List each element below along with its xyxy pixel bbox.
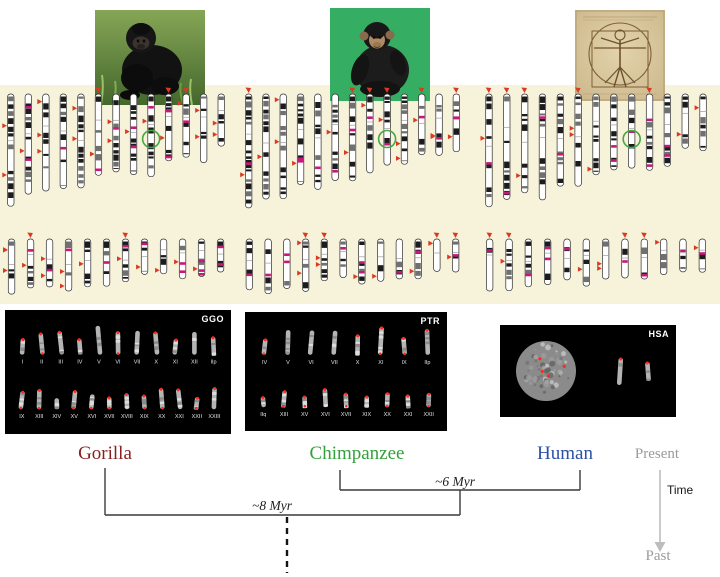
vitruvian-man-drawing [575,10,665,101]
svg-text:XVII: XVII [104,414,115,420]
svg-text:III: III [58,360,63,366]
svg-text:XVI: XVI [87,414,96,420]
svg-text:X: X [356,360,360,366]
divergence-6myr-label: ~6 Myr [435,474,475,489]
svg-text:XI: XI [173,360,179,366]
svg-text:XIX: XIX [140,414,149,420]
svg-text:XIX: XIX [362,412,371,418]
svg-text:IIp: IIp [424,360,430,366]
svg-text:I: I [22,360,24,366]
svg-text:XIII: XIII [280,412,289,418]
panel-code-ggo: GGO [201,314,224,324]
svg-text:IV: IV [77,360,83,366]
gorilla-photo [95,10,205,105]
svg-text:XVIII: XVIII [121,414,133,420]
svg-text:IV: IV [262,360,268,366]
chimpanzee-photo [330,8,430,101]
human-fish-panel: HSA [500,325,676,417]
svg-text:IX: IX [19,414,25,420]
gorilla-ideograms [2,87,225,295]
chimpanzee-label: Chimpanzee [309,443,405,464]
svg-text:XVI: XVI [321,412,330,418]
svg-text:XVII: XVII [341,412,352,418]
svg-text:XIII: XIII [35,414,44,420]
svg-text:IX: IX [401,360,407,366]
svg-text:IIp: IIp [210,360,216,366]
svg-text:XXII: XXII [423,412,434,418]
panel-code-hsa: HSA [648,329,669,339]
svg-text:II: II [40,360,44,366]
svg-text:V: V [97,360,101,366]
present-label: Present [634,446,680,462]
past-label: Past [645,548,671,564]
svg-text:IIq: IIq [260,412,266,418]
svg-text:XXIII: XXIII [208,414,220,420]
chimpanzee-ideograms [240,87,460,295]
svg-text:V: V [286,360,290,366]
svg-text:XV: XV [71,414,79,420]
svg-text:VI: VI [115,360,121,366]
svg-text:VI: VI [308,360,314,366]
svg-text:XX: XX [384,412,392,418]
divergence-8myr-label: ~8 Myr [252,498,292,513]
phylogenetic-tree [104,468,666,573]
svg-text:VII: VII [134,360,141,366]
svg-text:X: X [154,360,158,366]
svg-text:XI: XI [378,360,384,366]
svg-text:XXI: XXI [175,414,184,420]
svg-text:XX: XX [158,414,166,420]
svg-text:VII: VII [331,360,338,366]
gorilla-label: Gorilla [78,443,132,464]
panel-code-ptr: PTR [420,316,440,326]
human-ideograms [480,87,707,292]
human-label: Human [537,443,593,464]
svg-text:XXII: XXII [192,414,203,420]
svg-text:XV: XV [301,412,309,418]
time-axis-label: Time [667,483,694,497]
svg-text:XII: XII [191,360,198,366]
svg-text:XIV: XIV [52,414,61,420]
svg-text:XXI: XXI [404,412,413,418]
